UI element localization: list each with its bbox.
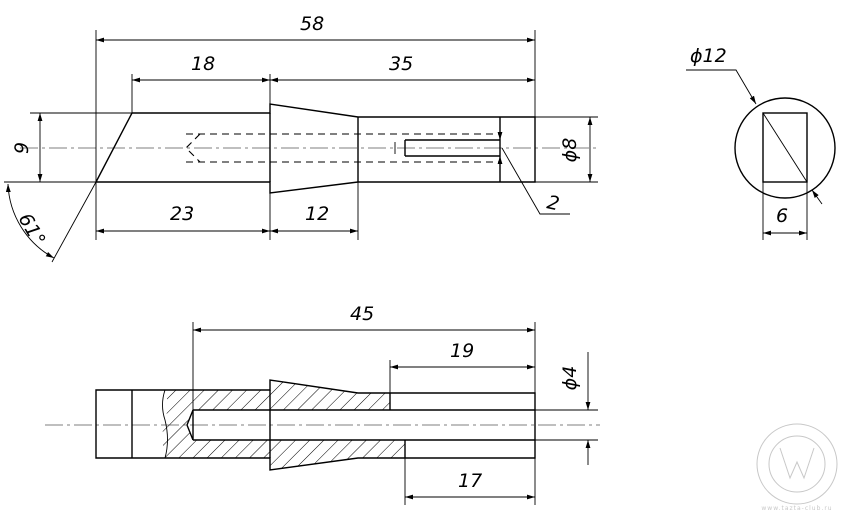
section-view bbox=[45, 379, 600, 471]
dim-2-label: 2 bbox=[545, 191, 561, 215]
dim-19-label: 19 bbox=[450, 340, 474, 362]
dim-d8-label: ϕ8 bbox=[559, 138, 581, 163]
dim-45-label: 45 bbox=[350, 303, 374, 325]
watermark: www.tazta-club.ru bbox=[756, 423, 838, 512]
section-bore-tip bbox=[186, 409, 194, 441]
dim-d12-arrow-lower bbox=[811, 189, 823, 205]
dim-d4-label: ϕ4 bbox=[559, 366, 581, 391]
dim-58-label: 58 bbox=[300, 13, 324, 35]
dim-angle-label: 61° bbox=[14, 210, 50, 250]
top-view bbox=[20, 103, 600, 194]
angle-ext-line bbox=[51, 181, 97, 263]
top-dimensions: 58 18 35 9 61° 23 12 ϕ8 bbox=[4, 13, 598, 263]
dim-d12-leader bbox=[686, 69, 757, 105]
section-break-line bbox=[162, 389, 168, 459]
section-dimensions: 45 19 ϕ4 17 bbox=[192, 303, 598, 505]
end-view-diagonal bbox=[762, 112, 808, 183]
dim-35-label: 35 bbox=[389, 53, 413, 75]
dim-18-label: 18 bbox=[191, 53, 215, 75]
section-hatch bbox=[162, 380, 405, 470]
watermark-text: www.tazta-club.ru bbox=[761, 505, 832, 512]
vw-logo-icon bbox=[756, 423, 838, 505]
dim-d12-label: ϕ12 bbox=[690, 45, 727, 67]
dim-2-leader bbox=[501, 147, 570, 215]
top-part-outline bbox=[94, 103, 536, 194]
hidden-bore-tip bbox=[185, 133, 201, 163]
dim-6-label: 6 bbox=[776, 205, 788, 227]
end-view-flat bbox=[762, 112, 808, 183]
dim-12-label: 12 bbox=[305, 203, 329, 225]
angle-arc bbox=[5, 183, 55, 259]
dim-17-label: 17 bbox=[458, 470, 482, 492]
end-view-circle bbox=[734, 97, 836, 199]
dim-9-label: 9 bbox=[11, 142, 33, 154]
dim-23-label: 23 bbox=[170, 203, 194, 225]
end-view: ϕ12 6 bbox=[686, 45, 836, 240]
